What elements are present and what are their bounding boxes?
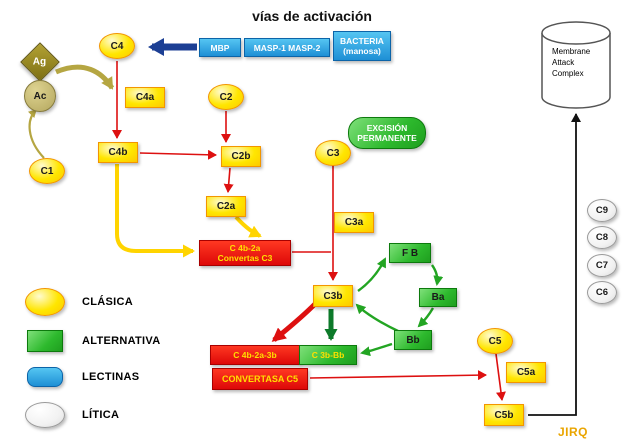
arrow-c2a-to-convertase-c3 <box>234 215 262 238</box>
arrow-c3b-to-fb <box>357 257 387 292</box>
node-c6: C6 <box>587 281 617 304</box>
arrow-agac-to-classical <box>55 64 115 90</box>
node-bacteria: BACTERIA (manosa) <box>333 31 391 61</box>
node-c5a: C5a <box>506 362 546 383</box>
node-convertase-c3: C 4b-2a Convertas C3 <box>199 240 291 266</box>
node-ag-label: Ag <box>33 56 47 68</box>
diagram-title: vías de activación <box>252 8 372 24</box>
legend-item-clasica: CLÁSICA <box>22 288 133 316</box>
arrow-loop-to-c3b <box>355 303 399 333</box>
arrow-fb-to-ba <box>431 264 444 286</box>
arrow-c2b-to-c2a <box>223 167 234 193</box>
node-c3b-bb: C 3b-Bb <box>299 345 357 365</box>
legend-item-alternativa: ALTERNATIVA <box>22 330 160 352</box>
lectinas-swatch-box <box>22 367 68 387</box>
cylinder-shape <box>541 21 611 109</box>
excision-line2: PERMANENTE <box>357 133 417 143</box>
node-c1: C1 <box>29 158 65 184</box>
legend-item-lectinas: LECTINAS <box>22 367 139 387</box>
node-ac: Ac <box>24 80 56 112</box>
clasica-swatch <box>25 288 65 316</box>
node-c8: C8 <box>587 226 617 249</box>
legend-label-litica: LÍTICA <box>82 409 120 421</box>
bacteria-line1: BACTERIA <box>340 35 384 46</box>
membrane-attack-complex-cylinder: Membrane Attack Complex <box>541 20 611 110</box>
node-c5: C5 <box>477 328 513 354</box>
node-excision-permanente: EXCISIÓN PERMANENTE <box>348 117 426 149</box>
node-bb: Bb <box>394 330 432 350</box>
alternativa-swatch <box>27 330 63 352</box>
arrow-convertase-c5-to-c5b <box>309 370 487 381</box>
arrow-c4b-to-c2b <box>139 149 217 160</box>
node-c3b: C3b <box>313 285 353 307</box>
arrow-c1-to-ac <box>27 109 45 159</box>
node-c2: C2 <box>208 84 244 110</box>
node-c4: C4 <box>99 33 135 59</box>
arrow-c3b-to-c4b2a3b <box>271 302 317 342</box>
node-c3a: C3a <box>334 212 374 233</box>
node-c4b2a3b: C 4b-2a-3b <box>210 345 300 365</box>
node-c4b: C4b <box>98 142 138 163</box>
node-ba: Ba <box>419 288 457 307</box>
legend-label-alternativa: ALTERNATIVA <box>82 335 161 347</box>
bacteria-line2: (manosa) <box>343 46 381 56</box>
node-c4a: C4a <box>125 87 165 108</box>
node-mbp: MBP <box>199 38 241 57</box>
node-ag: Ag <box>20 42 60 82</box>
convertase-c3-line2: Convertas C3 <box>217 253 273 263</box>
excision-line1: EXCISIÓN <box>366 122 408 133</box>
node-c7: C7 <box>587 254 617 277</box>
node-c5b: C5b <box>484 404 524 426</box>
arrow-c4b-to-convertase-c3 <box>115 164 195 258</box>
mac-label: Membrane Attack Complex <box>552 47 591 78</box>
convertase-c3-line1: C 4b-2a <box>229 242 261 253</box>
legend-label-clasica: CLÁSICA <box>82 296 133 308</box>
lectinas-swatch <box>27 367 63 387</box>
arrow-bb-to-c3bbb <box>360 342 393 357</box>
node-fb: F B <box>389 243 431 263</box>
node-convertase-c5: CONVERTASA C5 <box>212 368 308 390</box>
litica-swatch <box>25 402 65 428</box>
clasica-swatch-box <box>22 288 68 316</box>
node-c2a: C2a <box>206 196 246 217</box>
node-c2b: C2b <box>221 146 261 167</box>
legend-label-lectinas: LECTINAS <box>82 371 140 383</box>
node-masp: MASP-1 MASP-2 <box>244 38 330 57</box>
signature-jirq: JIRQ <box>558 425 589 439</box>
node-c3: C3 <box>315 140 351 166</box>
legend-item-litica: LÍTICA <box>22 402 119 428</box>
litica-swatch-box <box>22 402 68 428</box>
node-c9: C9 <box>587 199 617 222</box>
arrow-c5-to-c5b <box>495 353 506 401</box>
alternativa-swatch-box <box>22 330 68 352</box>
arrow-ba-to-bb <box>417 307 435 328</box>
